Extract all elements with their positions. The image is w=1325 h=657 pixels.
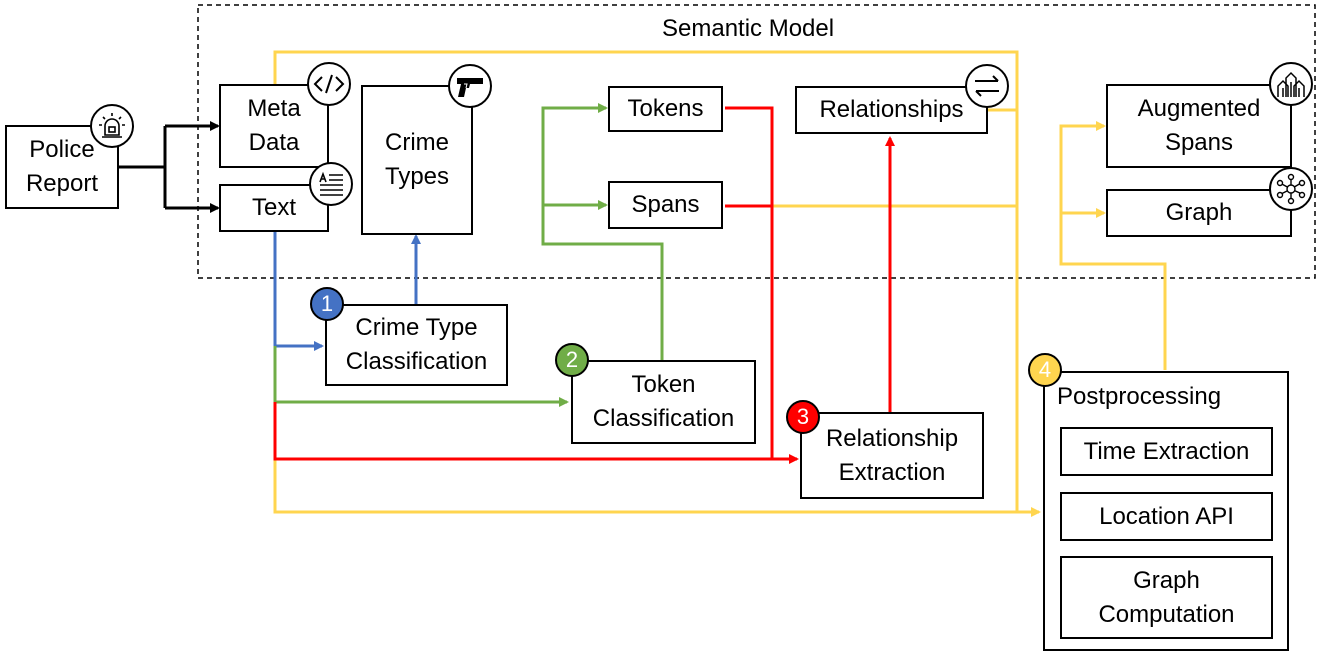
relationships-box: Relationships [795,86,988,134]
code-icon [307,62,351,106]
graph-label: Graph [1165,199,1233,226]
augmented-spans-box: Augmented Spans [1106,84,1292,168]
token-classification-label: Token Classification [592,371,735,432]
police-report-label: Police Report [25,136,99,197]
swap-arrows-icon [965,64,1009,108]
green-to-tokens [541,103,664,360]
location-api-label: Location API [1099,502,1234,530]
graph-box: Graph [1106,189,1292,237]
semantic-model-title: Semantic Model [662,15,835,42]
meta-data-box: Meta Data [219,84,329,168]
crime-type-classification-label: Crime Type Classification [345,314,488,375]
upload-boxes-icon [1269,62,1313,106]
step-4-badge: 4 [1028,353,1062,387]
graph-computation-label: Graph Computation [1098,566,1235,628]
step-2-badge: 2 [555,343,589,377]
police-report-box: Police Report [5,125,119,209]
graph-computation-box: Graph Computation [1060,556,1273,639]
red-to-relationship-extraction [273,402,799,464]
step-1-badge: 1 [310,287,344,321]
relationship-extraction-box: Relationship Extraction [800,412,984,499]
network-graph-icon [1269,167,1313,211]
relationships-label: Relationships [819,96,964,123]
spans-box: Spans [608,181,723,229]
text-label: Text [251,194,296,221]
document-text-icon [309,162,353,206]
step-3-badge: 3 [786,400,820,434]
yellow-to-augmented-spans [1059,121,1167,370]
semantic-model-container [197,4,1316,279]
siren-icon [90,104,134,148]
token-classification-box: Token Classification [571,360,756,444]
crime-type-classification-box: Crime Type Classification [325,304,508,386]
time-extraction-box: Time Extraction [1060,427,1273,476]
augmented-spans-label: Augmented Spans [1137,95,1261,156]
time-extraction-label: Time Extraction [1083,437,1250,465]
relationship-extraction-label: Relationship Extraction [825,424,959,486]
crime-types-box: Crime Types [361,85,473,235]
crime-types-label: Crime Types [384,129,450,190]
blue-text-to-crime-classification [273,232,324,351]
tokens-box: Tokens [608,86,723,132]
gun-icon [448,64,492,108]
spans-label: Spans [631,191,700,218]
postprocessing-title: Postprocessing [1057,383,1222,410]
meta-data-label: Meta Data [247,95,301,156]
location-api-box: Location API [1060,492,1273,541]
tokens-label: Tokens [627,95,704,122]
yellow-to-postprocessing [273,440,1041,517]
yellow-top-loop [273,50,1019,512]
